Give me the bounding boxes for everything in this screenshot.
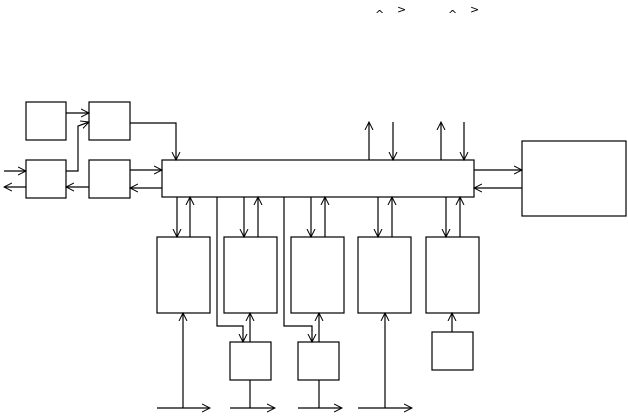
pre-block-bottom — [88, 159, 131, 199]
header-mark-3: ^ — [448, 8, 457, 21]
module-4 — [357, 236, 412, 314]
sub-block-2 — [297, 341, 340, 381]
module-5 — [425, 236, 480, 314]
header-mark-4: > — [470, 3, 479, 16]
module-1 — [156, 236, 211, 314]
module-3 — [290, 236, 345, 314]
external-block-right — [521, 140, 627, 217]
header-mark-1: ^ — [375, 8, 384, 21]
input-block-bottom — [25, 159, 67, 199]
arrow-input-bottom-to-pre-top — [66, 122, 89, 172]
connections — [4, 113, 522, 408]
bus-block — [161, 159, 475, 198]
module-2 — [223, 236, 278, 314]
pre-block-top — [88, 101, 131, 141]
sub-block-1 — [229, 341, 272, 381]
sub-block-3 — [431, 331, 474, 371]
header-marks: ^ > ^ > — [375, 3, 479, 21]
arrow-bus-to-sub-block-2 — [283, 197, 312, 342]
arrow-bus-to-sub-block-1 — [216, 197, 243, 342]
arrow-pre-top-to-bus — [130, 122, 176, 160]
input-block-top — [25, 101, 67, 141]
header-mark-2: > — [397, 3, 406, 16]
